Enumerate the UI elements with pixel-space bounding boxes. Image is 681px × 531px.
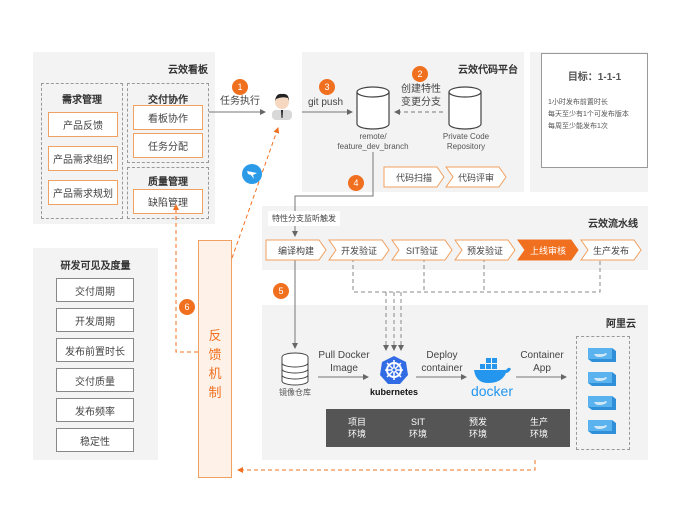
step-badge-4: 4 (348, 175, 364, 191)
pipeline-trigger-label: 特性分支监听触发 (268, 211, 340, 226)
metric-item[interactable]: 发布频率 (56, 398, 134, 422)
kubernetes-icon[interactable] (379, 355, 409, 385)
goal-line: 1小时发布前置时长 (548, 99, 608, 106)
container-icon (586, 345, 618, 363)
pipeline-stage-label: 上线审核 (529, 245, 566, 256)
feedback-char: 机 (208, 366, 222, 381)
container-icon (586, 393, 618, 411)
pipeline-stage-label: SIT验证 (405, 245, 438, 256)
remote-repo-label: remote/ feature_dev_branch (337, 132, 409, 151)
step-badge-1: 1 (232, 79, 248, 95)
goal-box (541, 53, 648, 168)
group-requirements-title: 需求管理 (62, 95, 102, 106)
metric-item[interactable]: 稳定性 (56, 428, 134, 452)
private-repo-label: Private Code Repository (442, 132, 490, 151)
pipeline-stage-label: 开发验证 (340, 245, 377, 256)
pull-image-label-2: Image (330, 363, 358, 374)
check-code-scan-label: 代码扫描 (395, 172, 432, 183)
pipeline-stage[interactable]: 上线审核 (517, 239, 579, 261)
feedback-char: 反 (208, 328, 222, 343)
step-badge-3: 3 (319, 79, 335, 95)
pipeline-stage-label: 预发验证 (466, 245, 503, 256)
goal-line: 每周至少能发布1次 (548, 123, 608, 130)
metric-item[interactable]: 发布前置时长 (56, 338, 134, 362)
check-code-scan[interactable]: 代码扫描 (383, 166, 445, 188)
feedback-char: 馈 (208, 347, 222, 362)
step-badge-6: 6 (179, 299, 195, 315)
dingtalk-icon[interactable] (242, 164, 262, 184)
group-delivery-title: 交付协作 (148, 95, 188, 106)
metric-item[interactable]: 交付周期 (56, 278, 134, 302)
metrics-title: 研发可见及度量 (60, 261, 131, 272)
code-platform-title: 云效代码平台 (458, 65, 518, 76)
pipeline-stage-label: 编译构建 (277, 245, 314, 256)
step-label-task-exec: 任务执行 (220, 96, 260, 107)
env-production[interactable]: 生产 环境 (508, 409, 570, 447)
pipeline-stage[interactable]: 编译构建 (265, 239, 327, 261)
image-registry-label: 镜像仓库 (279, 388, 311, 397)
pipeline-stage[interactable]: SIT验证 (391, 239, 453, 261)
group-requirements: 需求管理 (41, 83, 123, 219)
item-kanban-collab[interactable]: 看板协作 (133, 105, 203, 130)
image-registry-icon[interactable] (280, 352, 310, 386)
group-quality: 质量管理 (127, 167, 209, 219)
developer-avatar-icon[interactable] (268, 90, 296, 120)
step-badge-5: 5 (273, 283, 289, 299)
pull-image-label-1: Pull Docker (318, 350, 370, 361)
group-quality-title: 质量管理 (148, 177, 188, 188)
private-repo-icon[interactable] (447, 86, 483, 130)
pipeline-title: 云效流水线 (588, 219, 638, 230)
check-code-review-label: 代码评审 (457, 172, 494, 183)
aliyun-title: 阿里云 (606, 319, 636, 330)
pipeline-stage-label: 生产发布 (592, 245, 629, 256)
group-delivery: 交付协作 (127, 83, 209, 163)
step-badge-2: 2 (412, 66, 428, 82)
env-project[interactable]: 项目 环境 (326, 409, 388, 447)
metric-item[interactable]: 交付质量 (56, 368, 134, 392)
deploy-label-1: Deploy (426, 350, 458, 361)
step-label-create-branch-1: 创建特性 (401, 84, 441, 95)
env-staging[interactable]: 预发 环境 (447, 409, 509, 447)
item-defect-mgmt[interactable]: 缺陷管理 (133, 189, 203, 214)
container-app-label-1: Container (520, 350, 564, 361)
pipeline-stage[interactable]: 预发验证 (454, 239, 516, 261)
container-icon (586, 369, 618, 387)
pipeline-stage[interactable]: 开发验证 (328, 239, 390, 261)
feedback-char: 制 (208, 385, 222, 400)
container-icon (586, 417, 618, 435)
docker-label: docker (470, 383, 514, 399)
docker-icon[interactable] (472, 356, 512, 384)
container-app-group (576, 336, 630, 450)
goal-line: 每天至少有1个可发布版本 (548, 111, 629, 118)
step-label-create-branch-2: 变更分支 (401, 97, 441, 108)
deploy-label-2: container (421, 363, 463, 374)
pipeline-stage[interactable]: 生产发布 (580, 239, 642, 261)
metric-item[interactable]: 开发周期 (56, 308, 134, 332)
container-app-label-2: App (533, 363, 551, 374)
item-product-req-org[interactable]: 产品需求组织 (48, 146, 118, 171)
goal-title: 目标：1-1-1 (567, 72, 622, 83)
item-product-req-plan[interactable]: 产品需求规划 (48, 180, 118, 205)
step-label-git-push: git push (308, 97, 344, 108)
kubernetes-label: kubernetes (369, 387, 419, 397)
item-task-assign[interactable]: 任务分配 (133, 133, 203, 158)
env-sit[interactable]: SIT 环境 (387, 409, 449, 447)
feedback-mechanism[interactable] (198, 240, 232, 478)
check-code-review[interactable]: 代码评审 (445, 166, 507, 188)
remote-repo-icon[interactable] (355, 86, 391, 130)
kanban-title: 云效看板 (168, 65, 208, 76)
item-product-feedback[interactable]: 产品反馈 (48, 112, 118, 137)
